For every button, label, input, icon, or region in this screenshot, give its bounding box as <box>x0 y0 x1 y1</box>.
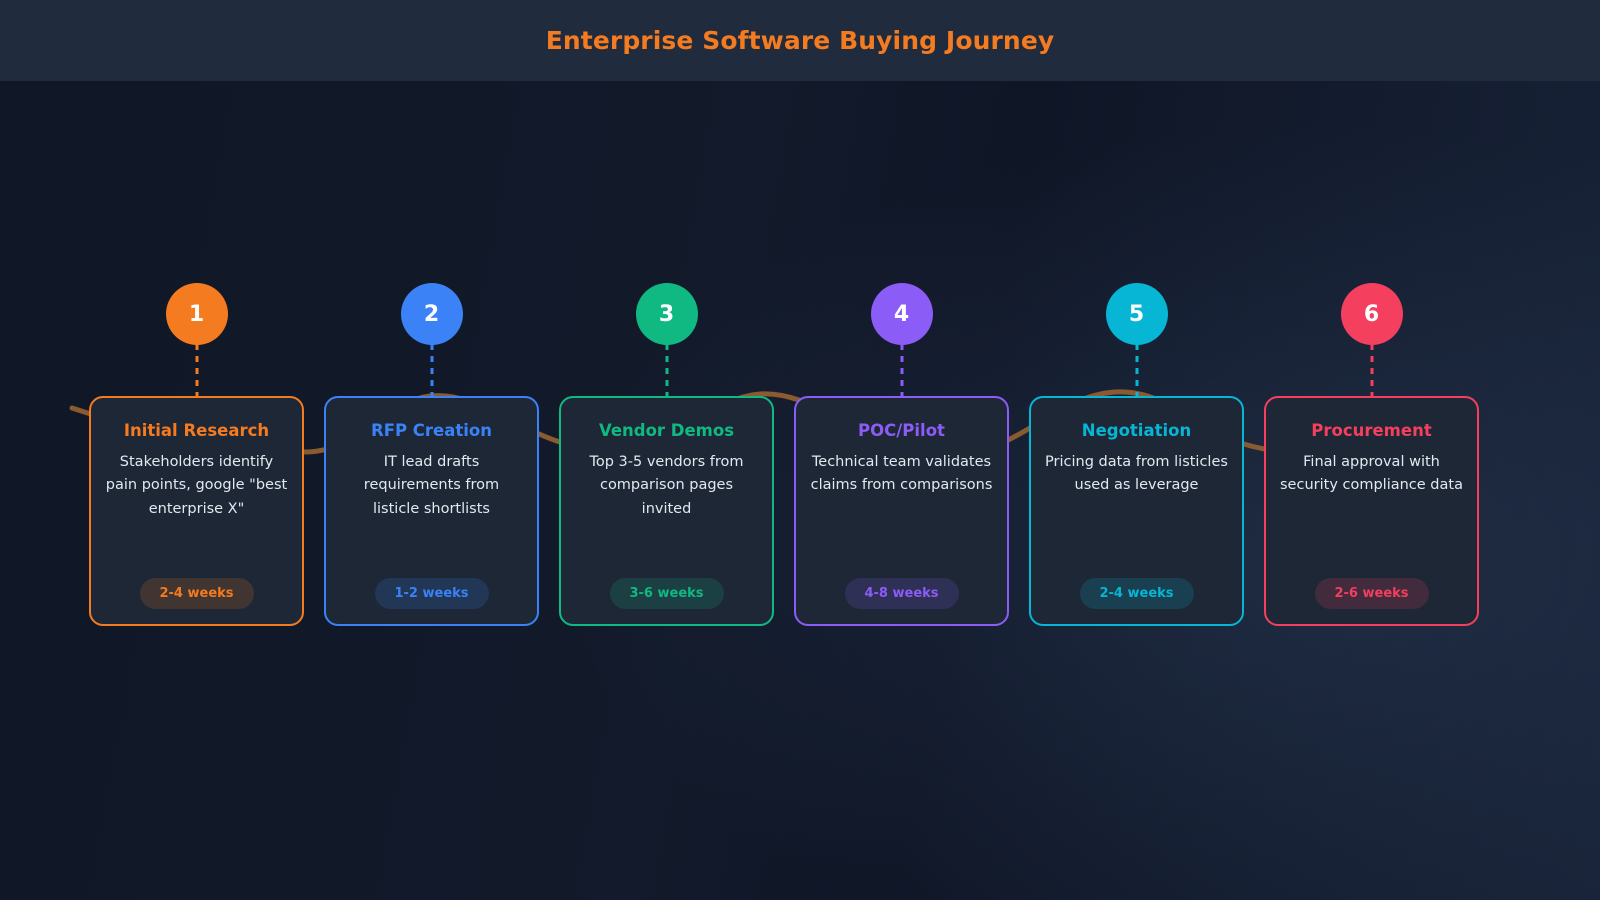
stage-card-title: Negotiation <box>1081 421 1192 440</box>
stage-number-label: 6 <box>1363 301 1380 327</box>
stage-card-title: Procurement <box>1311 421 1432 440</box>
stage-duration-badge: 2-4 weeks <box>1079 578 1194 609</box>
stage-card-description: IT lead drafts requirements from listicl… <box>363 453 500 518</box>
stage-number-label: 4 <box>893 301 910 327</box>
stage-duration-badge: 1-2 weeks <box>374 578 489 609</box>
stage-number-badge[interactable]: 6 <box>1340 283 1403 345</box>
stage-number-badge[interactable]: 4 <box>870 283 933 345</box>
stage-card-description: Pricing data from listicles used as leve… <box>1045 453 1228 494</box>
stage-number-label: 3 <box>658 301 675 327</box>
stage-stem-dashed-line <box>430 344 433 398</box>
stage-stem-dashed-line <box>900 344 903 398</box>
stage-card-description: Top 3-5 vendors from comparison pages in… <box>589 453 744 518</box>
page-title: Enterprise Software Buying Journey <box>545 26 1055 55</box>
stage-duration-badge: 2-6 weeks <box>1314 578 1429 609</box>
stage-card[interactable]: RFP Creation IT lead drafts requirements … <box>324 396 539 626</box>
stage-card-title: POC/Pilot <box>858 421 945 440</box>
stage-card-description: Stakeholders identify pain points, googl… <box>105 453 288 518</box>
stage-card-description: Final approval with security compliance … <box>1280 453 1463 494</box>
stage-card-title: Initial Research <box>123 421 270 440</box>
stage-card-title: Vendor Demos <box>598 421 735 440</box>
stage-number-label: 2 <box>423 301 440 327</box>
stage-duration-badge: 2-4 weeks <box>139 578 254 609</box>
stage-number-badge[interactable]: 5 <box>1105 283 1168 345</box>
stage-stem-dashed-line <box>1370 344 1373 398</box>
stage-stem-dashed-line <box>195 344 198 398</box>
stage-number-badge[interactable]: 2 <box>400 283 463 345</box>
stage-duration-badge: 3-6 weeks <box>609 578 724 609</box>
stage-stem-dashed-line <box>665 344 668 398</box>
stage-duration-badge: 4-8 weeks <box>844 578 959 609</box>
stage-card-title: RFP Creation <box>370 421 492 440</box>
stage-number-badge[interactable]: 1 <box>165 283 228 345</box>
stage-stem-dashed-line <box>1135 344 1138 398</box>
page-header: Enterprise Software Buying Journey <box>0 0 1600 81</box>
stage-number-label: 1 <box>188 301 205 327</box>
stage-card-description: Technical team validates claims from com… <box>810 453 993 494</box>
stage-number-badge[interactable]: 3 <box>635 283 698 345</box>
stage-number-label: 5 <box>1128 301 1145 327</box>
